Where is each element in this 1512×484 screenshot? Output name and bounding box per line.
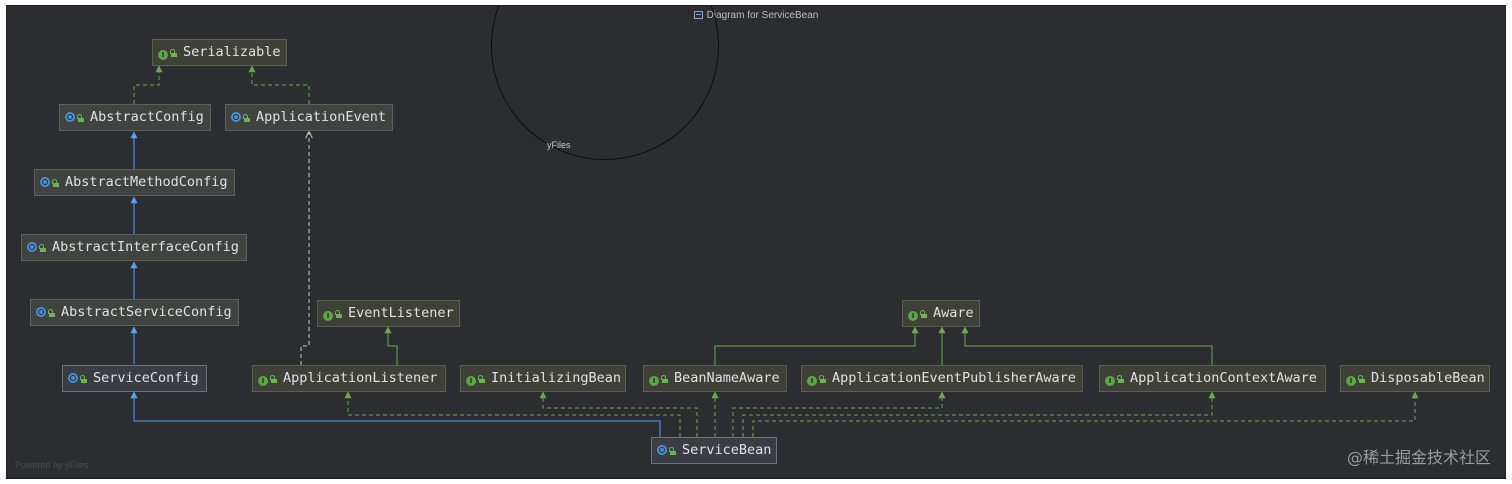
node-serializable[interactable]: I Serializable [152, 39, 287, 66]
public-visibility-icon [170, 48, 177, 57]
public-visibility-icon [243, 113, 250, 122]
node-label: BeanNameAware [674, 370, 780, 386]
edges-layer [130, 65, 1419, 437]
node-label: Serializable [183, 44, 281, 60]
node-abstract-service-config[interactable]: AbstractServiceConfig [30, 299, 239, 326]
edge-servicebean-contextaware [742, 391, 1216, 437]
class-icon [657, 445, 667, 455]
diagram-window: Diagram for ServiceBean [6, 5, 1506, 479]
node-abstract-interface-config[interactable]: AbstractInterfaceConfig [21, 234, 247, 261]
watermark: @稀土掘金技术社区 [1346, 448, 1491, 467]
interface-icon: I [1105, 376, 1115, 386]
public-visibility-icon [80, 374, 87, 383]
public-visibility-icon [920, 309, 927, 318]
node-label: ApplicationEventPublisherAware [832, 370, 1076, 386]
interface-icon: I [258, 376, 268, 386]
abstract-class-icon [36, 307, 46, 317]
node-disposable-bean[interactable]: I DisposableBean [1340, 365, 1490, 392]
node-label: AbstractServiceConfig [61, 304, 232, 320]
edge-servicebean-publisheraware [732, 391, 946, 437]
node-label: AbstractConfig [90, 109, 204, 125]
node-label: ServiceBean [682, 442, 772, 458]
public-visibility-icon [77, 113, 84, 122]
edge-applicationlistener-eventlistener [384, 326, 398, 365]
public-visibility-icon [669, 446, 676, 455]
interface-icon: I [807, 376, 817, 386]
node-abstract-method-config[interactable]: AbstractMethodConfig [34, 169, 235, 196]
public-visibility-icon [661, 374, 668, 383]
public-visibility-icon [478, 374, 485, 383]
node-initializing-bean[interactable]: I InitializingBean [460, 365, 626, 392]
node-event-listener[interactable]: I EventListener [317, 300, 460, 327]
interface-icon: I [323, 311, 333, 321]
edge-abstractconfig-serializable [133, 65, 163, 104]
node-label: ApplicationEvent [256, 109, 387, 125]
edge-applicationlistener-applicationevent [300, 132, 309, 365]
edge-servicebean-initializingbean [539, 391, 698, 437]
edge-contextaware-aware [961, 326, 1213, 365]
public-visibility-icon [39, 243, 46, 252]
edge-servicebean-serviceconfig [130, 391, 661, 437]
node-label: AbstractMethodConfig [65, 174, 228, 190]
node-label: InitializingBean [491, 370, 622, 386]
public-visibility-icon [48, 308, 55, 317]
powered-by-label: Powered by yFiles [15, 460, 89, 470]
lens-caption: yFiles [547, 140, 571, 150]
interface-icon: I [649, 376, 659, 386]
node-aware[interactable]: I Aware [902, 300, 980, 327]
public-visibility-icon [1117, 374, 1124, 383]
interface-icon: I [466, 376, 476, 386]
public-visibility-icon [335, 309, 342, 318]
interface-icon: I [1346, 376, 1356, 386]
interface-icon: I [158, 50, 168, 60]
abstract-class-icon [231, 112, 241, 122]
interface-icon: I [908, 311, 918, 321]
node-bean-name-aware[interactable]: I BeanNameAware [643, 365, 787, 392]
public-visibility-icon [1358, 374, 1365, 383]
edge-beannameaware-aware [714, 326, 919, 365]
public-visibility-icon [270, 374, 277, 383]
node-label: Aware [933, 305, 974, 321]
node-label: AbstractInterfaceConfig [52, 239, 239, 255]
node-label: EventListener [348, 305, 454, 321]
edge-servicebean-disposablebean [752, 391, 1419, 437]
abstract-class-icon [65, 112, 75, 122]
node-label: ApplicationContextAware [1130, 370, 1317, 386]
public-visibility-icon [819, 374, 826, 383]
node-abstract-config[interactable]: AbstractConfig [59, 104, 211, 131]
node-service-bean[interactable]: ServiceBean [651, 437, 777, 464]
window-title: Diagram for ServiceBean [706, 10, 819, 21]
node-application-event-publisher-aware[interactable]: I ApplicationEventPublisherAware [801, 365, 1083, 392]
node-application-event[interactable]: ApplicationEvent [225, 104, 393, 131]
node-label: ApplicationListener [283, 370, 438, 386]
node-application-listener[interactable]: I ApplicationListener [252, 365, 446, 392]
edge-servicebean-applicationlistener [344, 391, 681, 437]
node-application-context-aware[interactable]: I ApplicationContextAware [1099, 365, 1326, 392]
class-icon [68, 373, 78, 383]
node-service-config[interactable]: ServiceConfig [62, 365, 207, 392]
edge-applicationevent-serializable [248, 65, 310, 104]
node-label: DisposableBean [1371, 370, 1485, 386]
node-label: ServiceConfig [93, 370, 199, 386]
public-visibility-icon [52, 178, 59, 187]
abstract-class-icon [40, 177, 50, 187]
abstract-class-icon [27, 242, 37, 252]
